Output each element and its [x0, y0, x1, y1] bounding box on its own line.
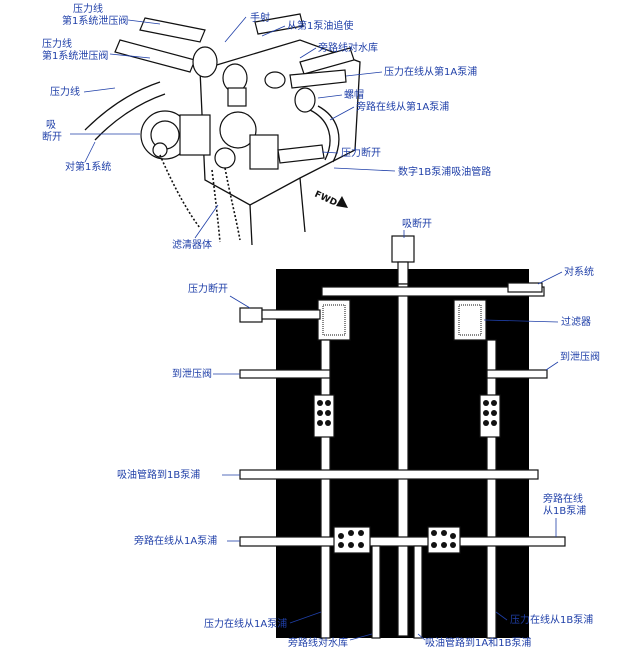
label-sys1-relief-1b: 第1系统泄压阀 — [42, 49, 108, 62]
top-labels: 压力线 第1系统泄压阀 压力线 第1系统泄压阀 压力线 吸 断开 对第1系统 滤… — [42, 2, 491, 251]
label-suction-to-1a-1b: 吸油管路到1A和1B泵浦 — [425, 636, 531, 649]
pressure-disconnect-fitting — [239, 307, 263, 323]
label-pressure-disconnect-b: 压力断开 — [188, 282, 228, 295]
label-filter: 过滤器 — [561, 315, 591, 328]
label-to-system1: 对第1系统 — [65, 160, 111, 173]
label-pressure-disconnect-top: 压力断开 — [341, 146, 381, 159]
label-to-relief-left: 到泄压阀 — [172, 367, 212, 380]
fwd-text: FWD — [313, 190, 339, 209]
label-suction-disconnect: 断开 — [42, 130, 62, 143]
label-from-pump1: 从第1泵油追使 — [287, 19, 353, 32]
label-pressure-from-1a: 压力在线从1A泵浦 — [204, 617, 287, 630]
label-bypass-to-reservoir-b: 旁路线对水库 — [288, 636, 348, 649]
strainer-schematic — [239, 235, 566, 639]
bottom-labels: 吸断开 对系统 压力断开 过滤器 到泄压阀 到泄压阀 吸油管路到1B泵浦 旁路在… — [117, 217, 600, 649]
label-pressure-line-1b: 压力线 — [42, 37, 72, 50]
label-bypass-from-1b-1: 旁路在线 — [543, 492, 583, 505]
label-cap-nut: 螺帽 — [344, 88, 364, 101]
label-suction-disconnect-b: 吸断开 — [402, 217, 432, 230]
strainer-assembly-drawing: FWD — [84, 13, 361, 246]
label-bypass-from-1a: 旁路在线从1A泵浦 — [134, 534, 217, 547]
label-pressure-line-1a: 压力线 — [73, 2, 103, 15]
label-to-relief-right: 到泄压阀 — [560, 350, 600, 363]
label-strainer-body: 滤清器体 — [172, 238, 212, 251]
label-pressure-line: 压力线 — [50, 85, 80, 98]
label-hand-valve: 手射 — [250, 11, 270, 24]
label-bypass-from-1a: 旁路在线从第1A泵浦 — [356, 100, 449, 113]
label-to-system: 对系统 — [564, 265, 594, 278]
fwd-arrow-icon — [336, 196, 348, 208]
label-digital-1b-suction: 数字1B泵浦吸油管路 — [398, 165, 491, 178]
label-bypass-to-reservoir: 旁路线对水库 — [318, 41, 378, 54]
label-bypass-from-1b-2: 从1B泵浦 — [543, 504, 586, 517]
suction-disconnect-fitting — [391, 235, 415, 263]
label-suction-to-1b: 吸油管路到1B泵浦 — [117, 468, 200, 481]
label-pressure-from-1b: 压力在线从1B泵浦 — [510, 613, 593, 626]
label-suction: 吸 — [46, 120, 56, 131]
label-pressure-from-1a: 压力在线从第1A泵浦 — [384, 65, 477, 78]
label-sys1-relief-1a: 第1系统泄压阀 — [62, 14, 128, 27]
